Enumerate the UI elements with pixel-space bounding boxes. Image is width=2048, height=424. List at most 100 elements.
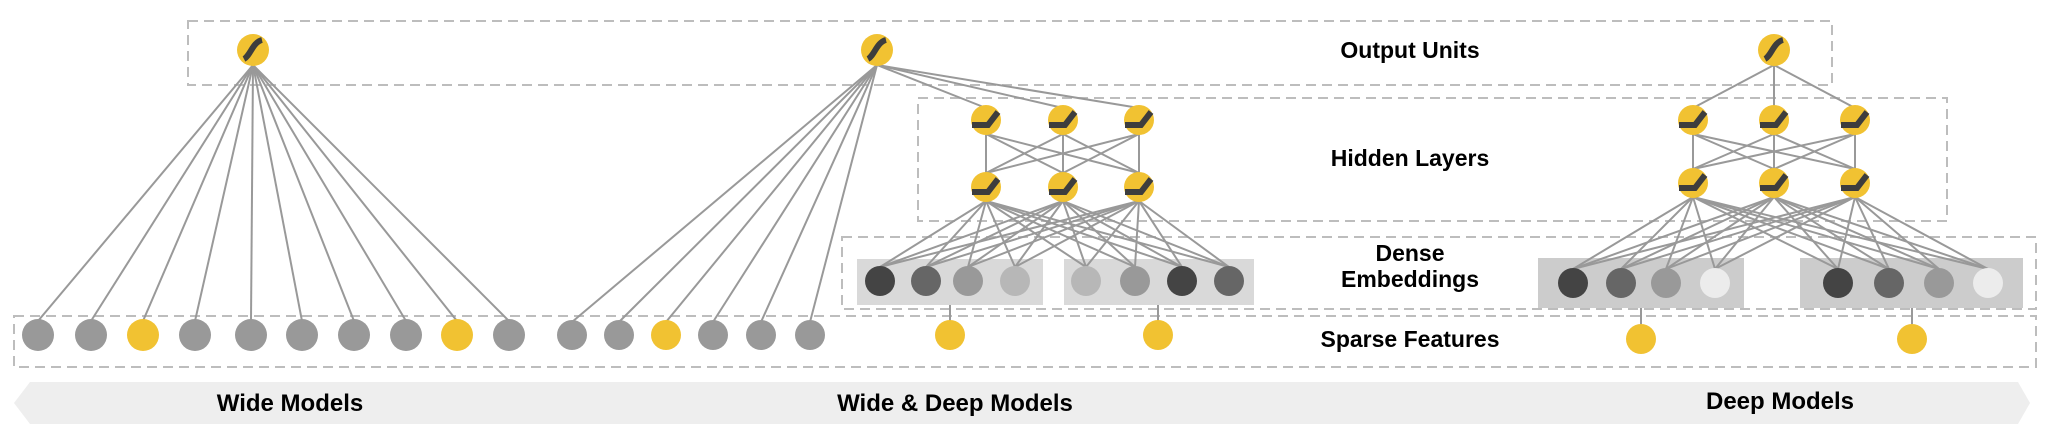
wide-sparse-feature-node	[75, 319, 107, 351]
deep-embedding-connection-line	[1665, 196, 1856, 270]
wide-deep-output-unit	[861, 34, 893, 66]
wide-deep-sparse-feature-node	[1143, 320, 1173, 350]
relu-icon	[1679, 110, 1708, 128]
wide-deep-wide-connection-line	[760, 64, 878, 323]
hidden-unit-circle	[1048, 172, 1078, 202]
wide-deep-embedding-node	[953, 266, 983, 296]
wide-deep-hidden-connection-line	[985, 133, 1140, 174]
wide-connection-line	[142, 64, 254, 322]
wide-deep-hidden-unit	[1124, 105, 1154, 135]
model-spectrum-band	[14, 382, 2030, 424]
deep-embedding-connection-line	[1692, 196, 1839, 270]
dense-embeddings-label: Dense Embeddings	[1340, 240, 1479, 293]
deep-output-unit	[1758, 34, 1790, 66]
hidden-unit-circle	[971, 105, 1001, 135]
hidden-unit-circle	[1124, 105, 1154, 135]
wide-deep-models-label: Wide & Deep Models	[837, 390, 1073, 417]
deep-hidden-connection-line	[1773, 133, 1856, 170]
wide-deep-embedding-connection-line	[1138, 200, 1183, 268]
wide-deep-embedding-connection-line	[985, 200, 1087, 268]
wide-deep-hidden-unit	[971, 172, 1001, 202]
wide-deep-wide-connection-line	[809, 64, 878, 323]
deep-embedding-node	[1651, 268, 1681, 298]
relu-icon	[1760, 110, 1789, 128]
connections	[37, 64, 1989, 324]
wide-sparse-feature-node	[390, 319, 422, 351]
wide-deep-hidden-connection-line	[876, 64, 1140, 109]
wide-connection-line	[250, 64, 254, 322]
relu-icon	[1125, 110, 1154, 128]
wide-deep-wide-connection-line	[571, 64, 878, 323]
deep-models-label: Deep Models	[1705, 388, 1855, 415]
wide-deep-hidden-connection-line	[876, 64, 1064, 109]
deep-sparse-feature-node	[1626, 324, 1656, 354]
wide-deep-embedding-connection-line	[985, 200, 1136, 268]
deep-embedding-connection-line	[1854, 196, 1989, 270]
wide-deep-hidden-connection-line	[876, 64, 987, 109]
deep-embedding-connection-line	[1620, 196, 1856, 270]
wide-deep-hidden-unit	[1048, 172, 1078, 202]
deep-embedding-node	[1874, 268, 1904, 298]
deep-hidden-unit	[1759, 105, 1789, 135]
deep-hidden-unit	[1678, 105, 1708, 135]
deep-hidden-connection-line	[1773, 64, 1856, 109]
hidden-unit-circle	[1048, 105, 1078, 135]
wide-deep-hidden-unit	[971, 105, 1001, 135]
deep-embedding-connection-line	[1773, 196, 1989, 270]
wide-sparse-feature-node	[493, 319, 525, 351]
wide-output-unit	[237, 34, 269, 66]
wide-sparse-feature-node	[127, 319, 159, 351]
deep-embedding-node	[1558, 268, 1588, 298]
wide-deep-embedding-connection-line	[985, 200, 1230, 268]
deep-hidden-unit	[1840, 168, 1870, 198]
sigmoid-icon	[866, 37, 888, 62]
wide-connection-line	[252, 64, 355, 322]
deep-hidden-connection-line	[1692, 64, 1775, 109]
hidden-unit-circle	[1678, 168, 1708, 198]
hidden-unit-circle	[1840, 105, 1870, 135]
wide-deep-embedding-connection-line	[985, 200, 1183, 268]
dense-embeddings-box	[841, 236, 2037, 310]
wide-deep-embedding-node	[865, 266, 895, 296]
wide-sparse-feature-node	[22, 319, 54, 351]
wide-deep-embedding-connection-line	[1138, 200, 1230, 268]
relu-icon	[1760, 173, 1789, 191]
wide-connection-line	[90, 64, 254, 322]
hidden-layers-label: Hidden Layers	[1330, 145, 1490, 171]
sparse-features-label: Sparse Features	[1320, 326, 1500, 352]
wide-sparse-feature-node	[338, 319, 370, 351]
sigmoid-icon	[242, 37, 264, 62]
deep-embedding-node	[1606, 268, 1636, 298]
deep-hidden-unit	[1678, 168, 1708, 198]
wide-deep-embedding-node	[1120, 266, 1150, 296]
relu-icon	[1841, 173, 1870, 191]
wide-deep-hidden-unit	[1124, 172, 1154, 202]
deep-embedding-connection-line	[1773, 196, 1940, 270]
wide-deep-wide-sparse-feature-node	[746, 320, 776, 350]
deep-embedding-connection-line	[1854, 196, 1890, 270]
wide-sparse-feature-node	[235, 319, 267, 351]
wide-deep-wide-sparse-feature-node	[557, 320, 587, 350]
wide-deep-wide-connection-line	[665, 64, 878, 323]
wide-deep-embedding-node	[1071, 266, 1101, 296]
wide-deep-wide-connection-line	[712, 64, 878, 323]
deep-embedding-connection-line	[1773, 196, 1839, 270]
deep-embedding-connection-line	[1854, 196, 1940, 270]
relu-icon	[1049, 177, 1078, 195]
deep-embedding-connection-line	[1837, 196, 1856, 270]
wide-deep-embedding-connection-line	[879, 200, 1064, 268]
wide-deep-embedding-connection-line	[1062, 200, 1087, 268]
wide-deep-embedding-connection-line	[925, 200, 987, 268]
deep-embedding-connection-line	[1620, 196, 1694, 270]
hidden-unit-circle	[1759, 168, 1789, 198]
deep-embedding-connection-line	[1692, 196, 1890, 270]
wide-connection-line	[37, 64, 254, 322]
deep-embedding-connection-line	[1665, 196, 1694, 270]
wide-deep-embedding-connection-line	[925, 200, 1064, 268]
hidden-layers-box	[917, 97, 1948, 222]
wide-deep-embedding-node	[1167, 266, 1197, 296]
sigmoid-icon	[1763, 37, 1785, 62]
deep-hidden-unit	[1840, 105, 1870, 135]
deep-embedding-connection-line	[1572, 196, 1694, 270]
